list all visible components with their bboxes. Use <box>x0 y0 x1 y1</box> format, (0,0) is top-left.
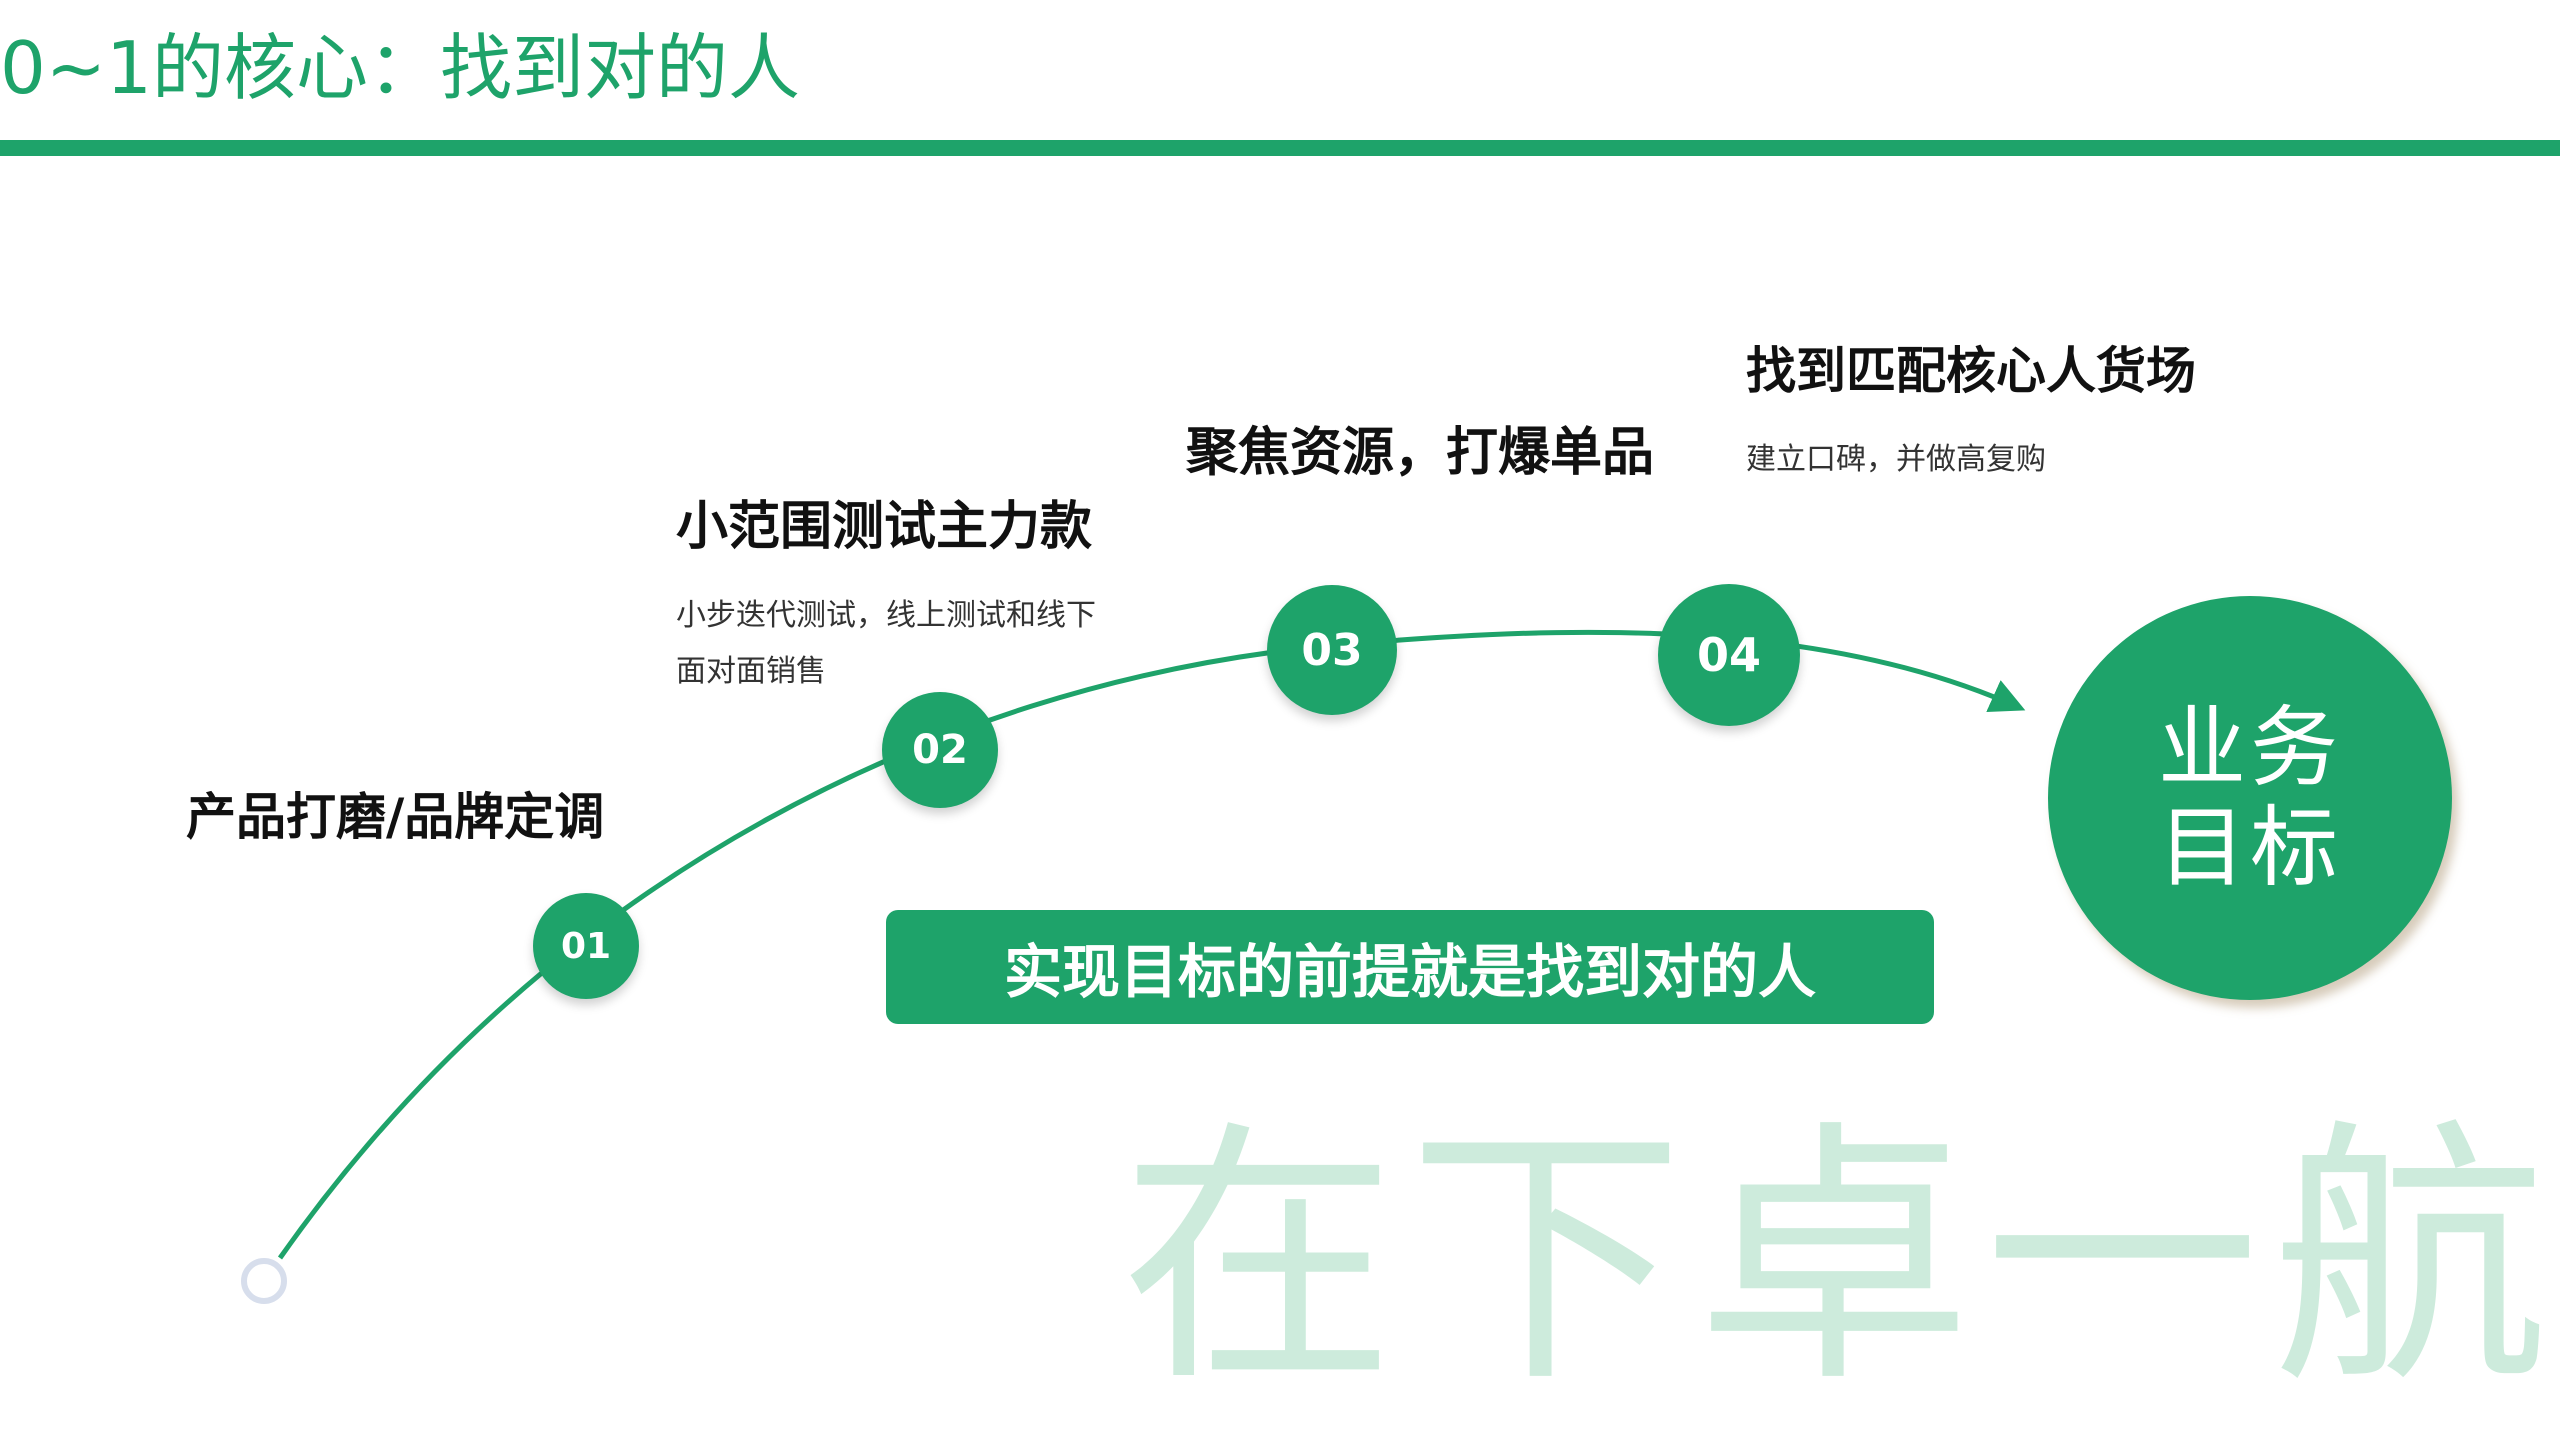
curve-start-marker <box>241 1258 287 1304</box>
step-04-heading: 找到匹配核心人货场 <box>1746 342 2196 400</box>
watermark-text: 在下卓一航 <box>1120 1099 2560 1420</box>
step-02-description-line: 小步迭代测试，线上测试和线下 <box>676 598 1096 633</box>
step-02-number: 02 <box>912 727 968 773</box>
step-03-node: 03 <box>1267 585 1397 715</box>
step-02-heading: 小范围测试主力款 <box>676 497 1093 557</box>
step-01-number: 01 <box>560 925 612 967</box>
step-02-node: 02 <box>882 692 998 808</box>
page-title: 0~1的核心：找到对的人 <box>0 26 800 110</box>
step-01-heading: 产品打磨/品牌定调 <box>186 788 605 846</box>
step-04-number: 04 <box>1696 628 1761 682</box>
step-02-description-line: 面对面销售 <box>676 654 826 689</box>
step-04-node: 04 <box>1658 584 1800 726</box>
goal-label-line-1: 业务 <box>2157 696 2342 799</box>
step-01-node: 01 <box>533 893 639 999</box>
goal-label-line-2: 目标 <box>2157 796 2342 899</box>
title-divider <box>0 140 2560 156</box>
business-goal-circle: 业务 目标 <box>2048 596 2452 1000</box>
step-03-number: 03 <box>1301 624 1363 676</box>
step-02-description: 小步迭代测试，线上测试和线下 面对面销售 <box>676 588 1096 700</box>
step-04-description-line: 建立口碑，并做高复购 <box>1746 442 2046 477</box>
step-03-heading: 聚焦资源，打爆单品 <box>1186 423 1655 483</box>
key-message-banner: 实现目标的前提就是找到对的人 <box>886 910 1934 1024</box>
step-04-description: 建立口碑，并做高复购 <box>1746 432 2046 488</box>
